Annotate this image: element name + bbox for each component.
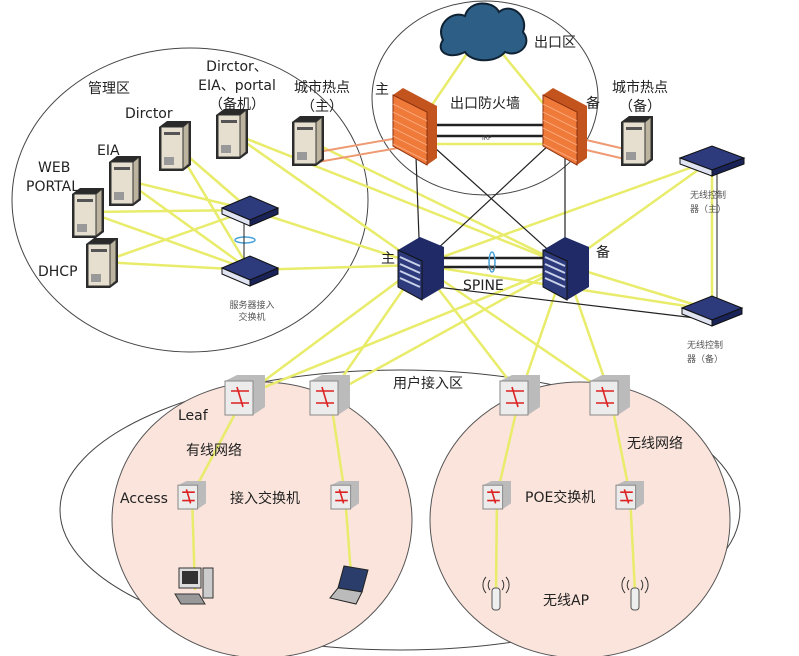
link-spB-wlcB <box>564 263 713 312</box>
spine-backup-label: 备 <box>596 244 610 261</box>
server-switch-irf-ring <box>234 236 256 244</box>
access-switch-3-icon <box>482 481 511 510</box>
link-bak-spA <box>231 131 421 267</box>
link-swA-spA <box>249 208 421 267</box>
wired-zone <box>111 381 413 656</box>
web-portal-server-icon <box>72 187 104 238</box>
backup-server-icon <box>216 108 248 159</box>
wlc-backup-label-2: 器（备） <box>687 353 723 365</box>
wlc-main-label-2: 器（主） <box>690 203 726 215</box>
wireless-ap-1-icon <box>482 576 510 611</box>
dhcp-server-icon <box>86 237 118 288</box>
desktop-pc-icon <box>174 567 214 605</box>
laptop-icon <box>329 565 369 605</box>
access-switch-1-icon <box>177 481 206 510</box>
management-zone <box>11 47 369 353</box>
link-spB-wlcA <box>564 158 713 267</box>
city-hotspot-backup-label-1: 城市热点 <box>612 79 668 96</box>
wired-network-label: 有线网络 <box>186 443 242 459</box>
spine-irf-ring <box>488 251 496 273</box>
access-switch-4-icon <box>615 481 644 510</box>
exit-firewall-label: 出口防火墙 <box>450 96 520 112</box>
link-hotA-spB <box>307 138 566 267</box>
dhcp-label: DHCP <box>38 264 78 280</box>
wireless-ap-2-icon <box>621 576 649 611</box>
wireless-controller-main-icon <box>678 145 746 177</box>
internet-cloud-icon <box>439 2 528 62</box>
wlc-main-label-1: 无线控制 <box>690 189 726 201</box>
leaf-switch-2-icon <box>309 375 350 416</box>
server-access-switch-2-icon <box>220 255 280 287</box>
spine-switch-main-icon <box>397 237 444 301</box>
director-label: Dirctor <box>125 106 173 122</box>
leaf-switch-4-icon <box>589 375 630 416</box>
director-backup-label-3: （备机） <box>209 96 265 113</box>
leaf-label: Leaf <box>178 408 209 424</box>
link-spA-wlcB-black <box>419 284 713 321</box>
link-bak-spB <box>231 131 566 267</box>
portal-label: PORTAL <box>26 179 79 195</box>
nodes-layer <box>72 2 746 611</box>
poe-switch-label: POE交换机 <box>525 489 595 506</box>
leaf-switch-1-icon <box>224 375 265 416</box>
user-access-zone-label: 用户接入区 <box>393 375 463 392</box>
wireless-ap-label: 无线AP <box>543 593 589 609</box>
spine-main-label: 主 <box>381 251 395 267</box>
link-fwB-spA <box>419 129 566 266</box>
firewall-main-label: 主 <box>375 82 389 98</box>
access-switch-2-icon <box>330 481 359 510</box>
wlc-backup-label-1: 无线控制 <box>687 339 723 351</box>
firewall-main-icon <box>392 88 437 166</box>
leaf-switch-3-icon <box>499 375 540 416</box>
link-web-swB <box>87 210 251 272</box>
server-switch-label-2: 交换机 <box>238 311 265 323</box>
director-backup-label-1: Dirctor、 <box>206 59 268 75</box>
wireless-controller-backup-icon <box>680 295 744 327</box>
eia-server-icon <box>109 155 141 206</box>
server-switch-label-1: 服务器接入 <box>229 299 274 311</box>
exit-zone-label: 出口区 <box>534 35 576 51</box>
exit-zone <box>371 0 599 196</box>
spine-label: SPINE <box>463 278 504 294</box>
spine-switch-backup-icon <box>542 237 589 301</box>
link-spB-lf1 <box>244 263 566 397</box>
links-layer <box>87 29 718 593</box>
city-hotspot-backup-server-icon <box>621 115 653 166</box>
city-hotspot-backup-label-2: （备） <box>619 98 661 115</box>
director-server-icon <box>159 120 191 171</box>
spine-irf-label: IRF <box>487 265 497 272</box>
web-label: WEB <box>38 160 70 176</box>
firewall-backup-icon <box>542 88 587 166</box>
eia-label: EIA <box>97 143 120 159</box>
management-zone-label: 管理区 <box>88 81 130 97</box>
director-backup-label-2: EIA、portal <box>198 78 276 94</box>
wireless-zone <box>429 381 731 656</box>
link-fwA-spB <box>414 129 566 266</box>
link-spA-lf1 <box>244 263 421 397</box>
city-hotspot-main-label-2: （主） <box>301 99 343 115</box>
link-spA-lf4 <box>419 263 611 397</box>
link-ac3-ap1 <box>494 494 499 593</box>
access-switch-label: 接入交换机 <box>230 490 300 507</box>
server-access-switch-1-icon <box>220 195 280 227</box>
firewall-irf-label: IRF <box>482 135 492 142</box>
link-ac4-ap2 <box>628 494 637 593</box>
wireless-network-label: 无线网络 <box>627 436 683 452</box>
access-label: Access <box>120 491 168 507</box>
link-spA-wlcA <box>419 158 713 267</box>
firewall-backup-label: 备 <box>586 95 600 112</box>
city-hotspot-main-server-icon <box>292 115 324 166</box>
city-hotspot-main-label-1: 城市热点 <box>294 79 350 96</box>
link-spB-lf2 <box>329 263 566 397</box>
link-eia-swB <box>124 178 251 272</box>
link-dhcp-swA <box>101 208 251 264</box>
